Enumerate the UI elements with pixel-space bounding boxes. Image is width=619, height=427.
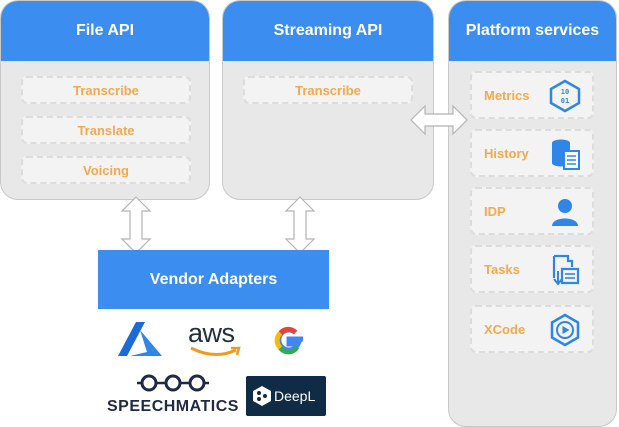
platform-services-title: Platform services <box>449 1 616 61</box>
xcode-play-icon <box>550 313 580 347</box>
service-history-label: History <box>484 146 529 161</box>
tasks-document-icon <box>552 254 580 286</box>
file-api-transcribe: Transcribe <box>21 76 191 104</box>
svg-text:01: 01 <box>561 97 569 105</box>
streaming-api-transcribe: Transcribe <box>243 76 413 104</box>
aws-smile-icon <box>190 346 241 356</box>
service-tasks: Tasks <box>470 245 594 293</box>
service-metrics-label: Metrics <box>484 88 530 103</box>
vendor-adapters-box: Vendor Adapters <box>98 250 329 309</box>
streaming-api-panel: Streaming API Transcribe <box>222 0 434 200</box>
azure-logo-icon <box>118 322 162 356</box>
file-api-panel: File API Transcribe Translate Voicing <box>0 0 210 200</box>
history-database-icon <box>552 139 580 170</box>
google-logo-icon <box>274 326 303 355</box>
aws-logo-text: aws <box>188 318 235 348</box>
deepl-logo: DeepL <box>246 376 326 416</box>
service-history: History <box>470 129 594 177</box>
service-xcode: XCode <box>470 305 594 353</box>
speechmatics-logo-text: SPEECHMATICS <box>107 398 239 415</box>
platform-services-panel: Platform services Metrics 10 01 History … <box>448 0 617 427</box>
streaming-api-vendor-arrow <box>284 196 316 254</box>
metrics-hexagon-icon: 10 01 <box>549 79 581 113</box>
streaming-api-title: Streaming API <box>223 1 433 61</box>
service-idp-label: IDP <box>484 204 506 219</box>
service-metrics: Metrics 10 01 <box>470 71 594 119</box>
deepl-mark-icon <box>253 386 271 406</box>
service-idp: IDP <box>470 187 594 235</box>
file-api-translate: Translate <box>21 116 191 144</box>
speechmatics-logo-icon <box>137 374 209 392</box>
deepl-logo-text: DeepL <box>274 388 316 404</box>
service-tasks-label: Tasks <box>484 262 520 277</box>
file-api-title: File API <box>1 1 209 61</box>
user-icon <box>552 199 578 226</box>
file-api-voicing: Voicing <box>21 156 191 184</box>
file-api-vendor-arrow <box>120 196 152 254</box>
svg-text:10: 10 <box>561 88 569 96</box>
service-xcode-label: XCode <box>484 322 526 337</box>
streaming-platform-arrow <box>410 104 468 136</box>
